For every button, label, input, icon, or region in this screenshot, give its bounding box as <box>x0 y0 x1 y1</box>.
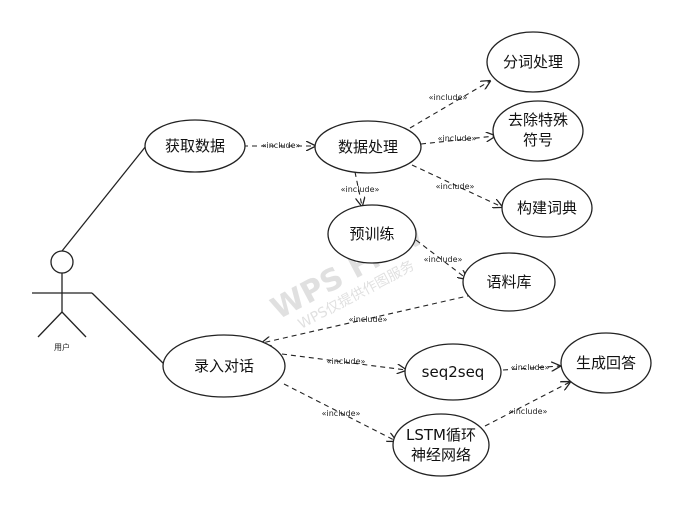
edge-label: «include» <box>349 315 388 324</box>
usecase-label-shuju: 数据处理 <box>338 138 398 156</box>
edge-shuju-yuxunlian <box>354 171 362 206</box>
usecase-luru[interactable] <box>162 334 286 398</box>
edge-seq2seq-shengcheng <box>502 366 560 370</box>
edge-label: «include» <box>429 93 468 102</box>
edge-label: «include» <box>327 357 366 366</box>
edge-lstm-shengcheng <box>484 382 570 427</box>
edge-shuju-goujian <box>411 164 502 207</box>
usecase-quchu[interactable] <box>492 100 584 162</box>
usecase-huoqu[interactable] <box>144 119 246 173</box>
actor-right-leg <box>61 311 87 338</box>
edge-label: «include» <box>438 134 477 143</box>
usecase-seq2seq[interactable] <box>404 343 502 401</box>
usecase-label-fenci: 分词处理 <box>503 53 563 71</box>
edge-yuxunlian-yuliaoku <box>415 239 467 279</box>
usecase-shengcheng[interactable] <box>560 332 652 394</box>
edge-label: «include» <box>341 185 380 194</box>
edge-label: «include» <box>424 255 463 264</box>
usecase-label-yuxunlian: 预训练 <box>349 225 394 243</box>
usecase-label-quchu-line2: 符号 <box>523 131 553 149</box>
usecase-fenci[interactable] <box>486 31 580 93</box>
usecase-label-lstm-line2: 神经网络 <box>411 446 471 464</box>
edge-label: «include» <box>511 363 550 372</box>
edge-luru-lstm <box>283 383 396 441</box>
usecase-label-quchu-line1: 去除特殊 <box>508 111 568 129</box>
usecase-label-seq2seq: seq2seq <box>422 363 485 381</box>
usecase-lstm[interactable] <box>392 413 490 477</box>
usecase-goujian[interactable] <box>501 178 593 238</box>
association-luru <box>91 292 167 367</box>
usecase-yuxunlian[interactable] <box>327 204 417 264</box>
actor-label: 用户 <box>54 342 70 352</box>
edge-label: «include» <box>322 409 361 418</box>
usecase-label-huoqu: 获取数据 <box>165 137 225 155</box>
edge-shuju-quchu <box>420 136 495 145</box>
edge-shuju-fenci <box>409 81 490 129</box>
usecase-yuliaoku[interactable] <box>462 252 556 312</box>
association-huoqu <box>61 145 147 252</box>
edge-label: «include» <box>509 407 548 416</box>
usecase-label-lstm-line1: LSTM循环 <box>406 426 476 444</box>
edge-label: «include» <box>436 182 475 191</box>
actor-head <box>50 250 74 274</box>
usecase-label-luru: 录入对话 <box>194 357 254 375</box>
usecase-shuju[interactable] <box>314 120 422 174</box>
edge-label: «include» <box>262 141 301 150</box>
usecase-label-goujian: 构建词典 <box>517 199 577 217</box>
actor-user[interactable]: 用户 <box>32 250 92 352</box>
edge-luru-seq2seq <box>281 353 406 370</box>
actor-left-leg <box>37 311 63 338</box>
usecase-label-yuliaoku: 语料库 <box>486 273 531 291</box>
usecase-label-shengcheng: 生成回答 <box>576 354 636 372</box>
